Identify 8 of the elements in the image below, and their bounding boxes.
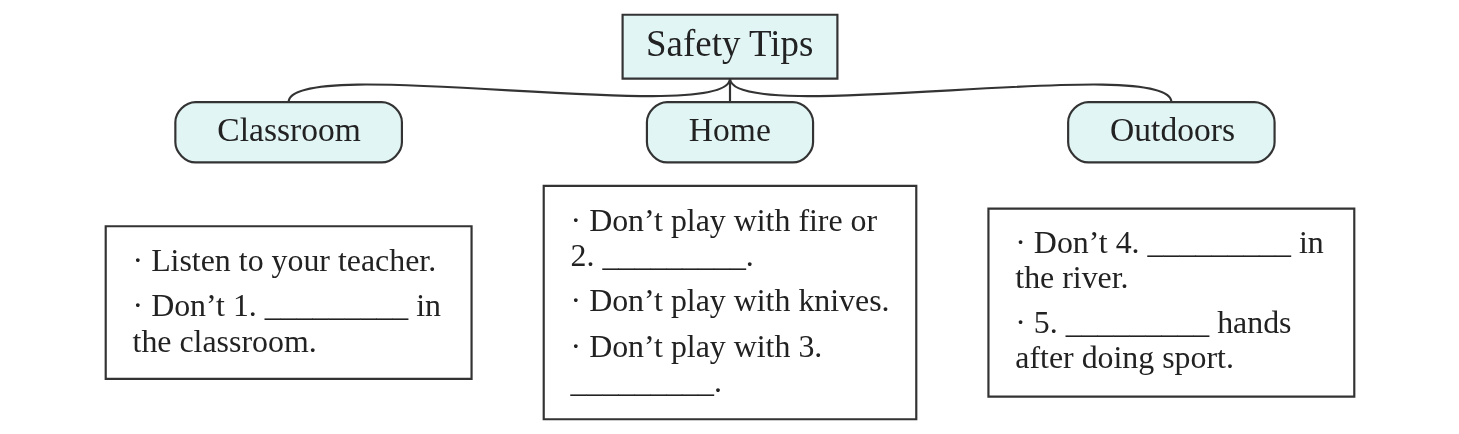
node-box: · Don’t play with fire or 2. _________. · Don’t play with knives. · Don’t play with 3. _________. xyxy=(542,184,917,421)
node-box: Safety Tips xyxy=(621,13,838,80)
connector xyxy=(728,77,1172,103)
node-box: Home xyxy=(645,100,814,164)
node-box: · Don’t 4. _________ in the river. · 5. _________ hands after doing sport. xyxy=(986,207,1355,398)
node-box: Outdoors xyxy=(1066,100,1276,164)
node-box: Classroom xyxy=(173,100,403,164)
node-box: · Listen to your teacher. · Don’t 1. _________ in the classroom. xyxy=(104,225,473,381)
